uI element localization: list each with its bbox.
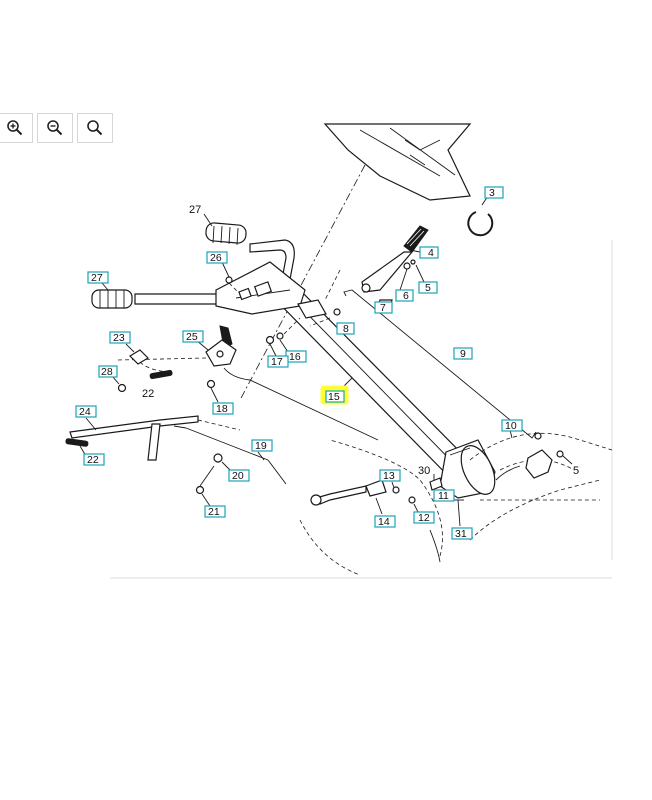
label-30-plain: 30 (418, 465, 430, 477)
part-3-ring (467, 195, 494, 237)
svg-text:9: 9 (460, 348, 466, 360)
svg-text:18: 18 (216, 403, 228, 415)
part-11-12-13-30-fasteners (391, 474, 443, 513)
svg-text:6: 6 (403, 290, 409, 302)
part-31-bolt (454, 499, 464, 527)
part-9-rod (343, 289, 542, 440)
svg-text:13: 13 (383, 470, 395, 482)
part-26-screw (221, 261, 239, 293)
callout-22a[interactable]: 22 (83, 453, 105, 466)
callout-27a[interactable]: 27 (87, 271, 109, 284)
callout-17[interactable]: 17 (267, 355, 289, 368)
callout-20[interactable]: 20 (228, 469, 250, 482)
upper-housing (323, 123, 472, 201)
part-28-nut (111, 375, 127, 393)
svg-text:24: 24 (79, 406, 91, 418)
callout-18[interactable]: 18 (212, 402, 234, 415)
callout-7[interactable]: 7 (374, 301, 393, 314)
part-15-handle-tube (267, 279, 496, 499)
callout-15-highlighted[interactable]: 15 (320, 377, 353, 405)
part-24-link-rod (69, 415, 241, 461)
svg-text:21: 21 (208, 506, 220, 518)
zoom-reset-button[interactable] (77, 113, 113, 143)
search-icon (87, 120, 103, 136)
axis-line (239, 164, 366, 401)
svg-text:23: 23 (113, 332, 125, 344)
callout-25[interactable]: 25 (182, 330, 204, 343)
part-4-pedal (361, 225, 429, 293)
zoom-out-icon (47, 120, 63, 136)
zoom-toolbar (0, 113, 113, 143)
part-16-17-fasteners (265, 317, 301, 357)
svg-text:3: 3 (489, 187, 495, 199)
svg-text:31: 31 (455, 528, 467, 540)
callout-31[interactable]: 31 (451, 527, 473, 540)
part-21-rod-end (195, 465, 215, 507)
svg-text:28: 28 (101, 366, 113, 378)
callout-8[interactable]: 8 (336, 322, 355, 335)
part-8-nut (309, 308, 341, 327)
svg-text:19: 19 (255, 440, 267, 452)
callout-3[interactable]: 3 (484, 186, 504, 199)
callout-26[interactable]: 26 (206, 251, 228, 264)
zoom-out-button[interactable] (37, 113, 73, 143)
zoom-in-button[interactable] (0, 113, 33, 143)
callout-6[interactable]: 6 (395, 289, 414, 302)
svg-text:22: 22 (87, 454, 99, 466)
callout-12[interactable]: 12 (413, 511, 435, 524)
svg-text:11: 11 (438, 490, 449, 502)
svg-text:10: 10 (505, 420, 517, 432)
label-5-plain: 5 (573, 465, 579, 477)
part-19-20-cable (173, 425, 287, 485)
svg-text:7: 7 (380, 302, 386, 314)
svg-text:20: 20 (232, 470, 244, 482)
zoom-in-icon (7, 120, 23, 136)
callout-13[interactable]: 13 (379, 469, 401, 482)
svg-text:25: 25 (186, 331, 198, 343)
part-27-grip-lower (91, 282, 133, 309)
svg-text:27: 27 (91, 272, 103, 284)
svg-text:26: 26 (210, 252, 222, 264)
svg-text:16: 16 (289, 351, 301, 363)
svg-text:4: 4 (428, 247, 434, 259)
callout-24[interactable]: 24 (75, 405, 97, 418)
part-23-clip (125, 343, 149, 365)
callout-23[interactable]: 23 (109, 331, 131, 344)
svg-text:12: 12 (418, 512, 430, 524)
svg-text:15: 15 (328, 391, 340, 403)
callout-4[interactable]: 4 (419, 246, 439, 259)
part-25-lever (195, 325, 237, 367)
callout-28[interactable]: 28 (98, 365, 118, 378)
svg-text:5: 5 (425, 282, 431, 294)
part-10-bracket (509, 429, 573, 479)
svg-text:17: 17 (271, 356, 283, 368)
svg-text:8: 8 (343, 323, 349, 335)
axis-line (324, 269, 341, 301)
callout-5a[interactable]: 5 (418, 281, 438, 294)
callout-11[interactable]: 11 (433, 489, 455, 502)
part-14-rod (310, 479, 387, 515)
handle-bar-assembly (134, 239, 327, 319)
callout-16[interactable]: 16 (285, 350, 307, 363)
svg-text:14: 14 (378, 516, 390, 528)
callout-19[interactable]: 19 (251, 439, 273, 452)
part-27-grip-upper (203, 213, 247, 246)
callout-21[interactable]: 21 (204, 505, 226, 518)
label-22-plain: 22 (142, 388, 154, 400)
callout-9[interactable]: 9 (453, 347, 473, 360)
callout-10[interactable]: 10 (501, 419, 523, 432)
callout-14[interactable]: 14 (374, 515, 396, 528)
part-18-cable (117, 357, 379, 441)
label-27-plain: 27 (189, 204, 201, 216)
frame-outline (299, 432, 613, 576)
